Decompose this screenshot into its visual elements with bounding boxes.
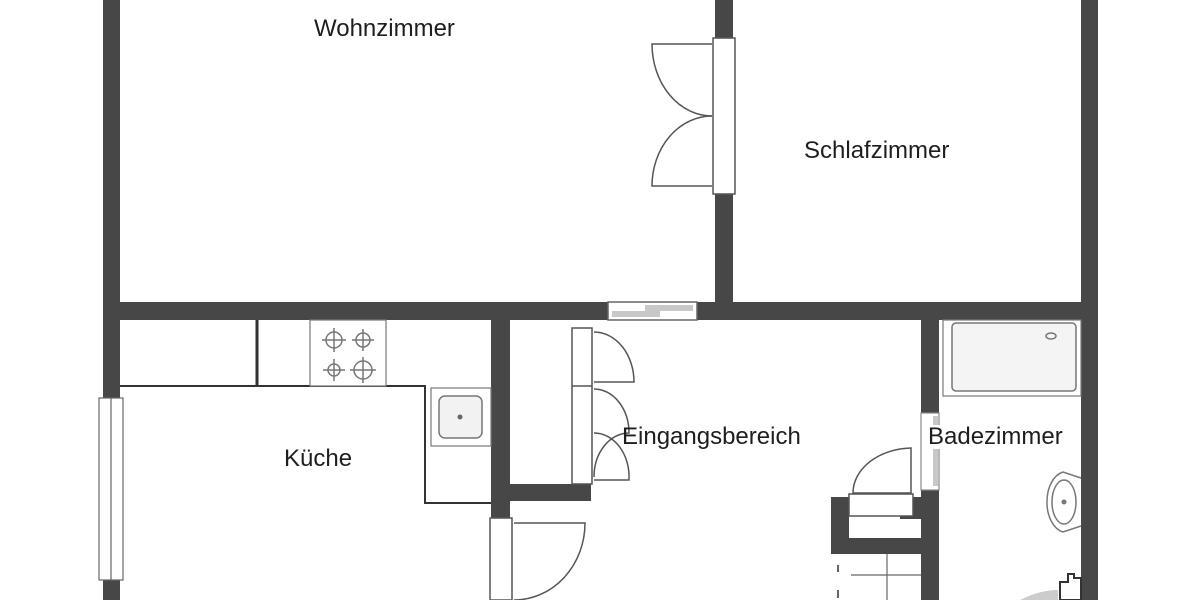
room-label-badezimmer: Badezimmer [926, 423, 1065, 450]
bathtub-icon [942, 319, 1082, 397]
window-kitchen [98, 397, 124, 581]
toilet-icon [1020, 573, 1082, 601]
kitchen-counter [120, 319, 491, 504]
room-label-schlafzimmer: Schlafzimmer [804, 137, 950, 164]
stove-icon [322, 328, 376, 383]
double-door-wohn-schlaf [651, 37, 736, 195]
window-top [607, 301, 698, 321]
room-label-kueche: Küche [284, 445, 353, 472]
kitchen-sink-icon [430, 387, 492, 447]
door-stairs [848, 447, 914, 517]
washbasin-icon [1046, 471, 1082, 533]
wardrobe [571, 327, 635, 485]
door-kitchen [489, 517, 586, 601]
stairs [837, 554, 921, 600]
room-label-wohnzimmer: Wohnzimmer [314, 15, 455, 42]
walls [103, 0, 1098, 600]
room-label-eingangsbereich: Eingangsbereich [622, 423, 801, 450]
